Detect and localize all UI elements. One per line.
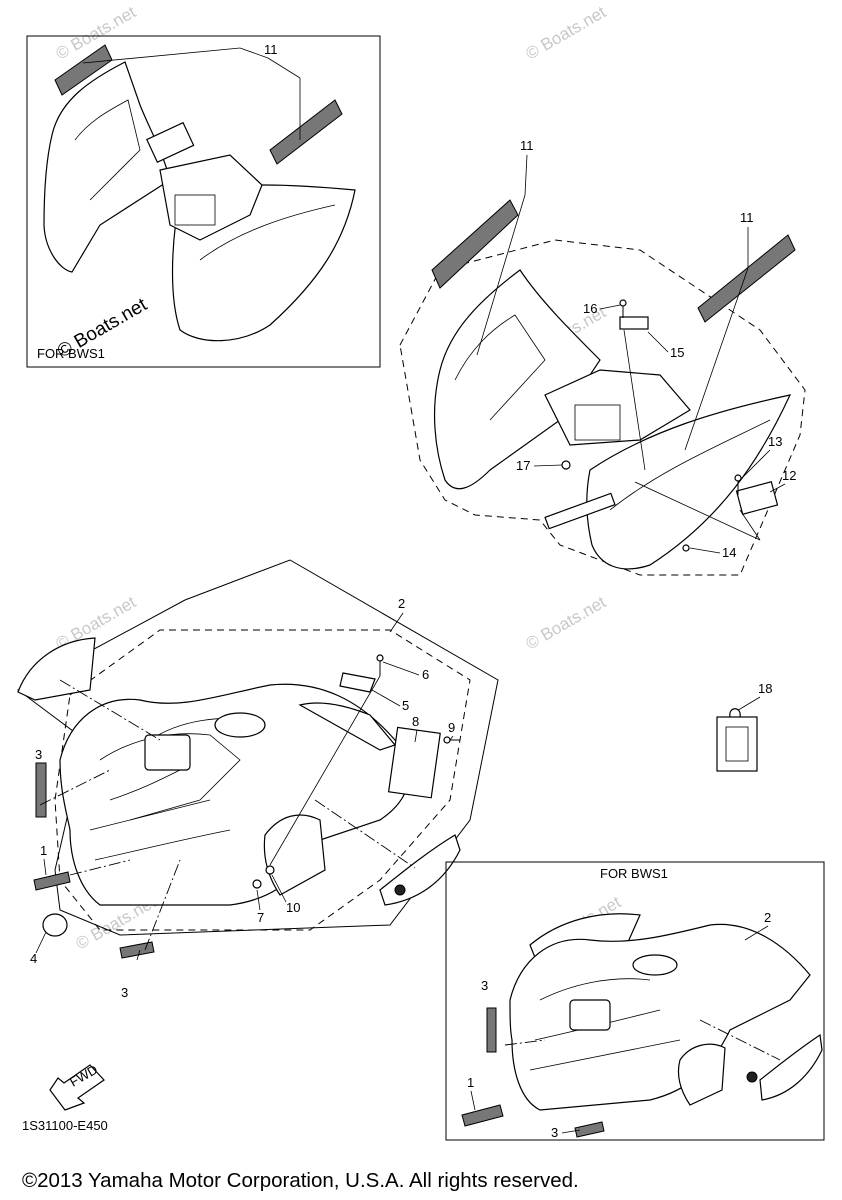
callout-15: 15 bbox=[670, 345, 684, 360]
callout-18: 18 bbox=[758, 681, 772, 696]
callout-17: 17 bbox=[516, 458, 530, 473]
callout-3-main-b: 3 bbox=[121, 985, 128, 1000]
callout-14: 14 bbox=[722, 545, 736, 560]
callout-2-main: 2 bbox=[398, 596, 405, 611]
callout-3-inset-a: 3 bbox=[481, 978, 488, 993]
rear-fender-top-right: 11 11 16 15 17 13 12 14 bbox=[399, 138, 806, 576]
callout-6: 6 bbox=[422, 667, 429, 682]
callout-10: 10 bbox=[286, 900, 300, 915]
callout-11-a: 11 bbox=[520, 138, 534, 153]
inset-label-top-left: FOR BWS1 bbox=[37, 346, 105, 361]
callout-16: 16 bbox=[583, 301, 597, 316]
callout-2-inset: 2 bbox=[764, 910, 771, 925]
callout-7: 7 bbox=[257, 910, 264, 925]
callout-1-inset: 1 bbox=[467, 1075, 474, 1090]
callout-13: 13 bbox=[768, 434, 782, 449]
copyright-notice: ©2013 Yamaha Motor Corporation, U.S.A. A… bbox=[22, 1169, 579, 1192]
tag-18: 18 bbox=[716, 681, 772, 772]
callout-11-top-left: 11 bbox=[264, 42, 278, 57]
callout-5: 5 bbox=[402, 698, 409, 713]
callout-3-inset-b: 3 bbox=[551, 1125, 558, 1140]
callout-1-main: 1 bbox=[40, 843, 47, 858]
callout-3-main-a: 3 bbox=[35, 747, 42, 762]
front-fender-main: 2 6 5 8 9 3 1 4 3 7 10 bbox=[17, 559, 499, 1000]
fwd-arrow: FWD bbox=[49, 1062, 105, 1111]
inset-label-bottom-right: FOR BWS1 bbox=[600, 866, 668, 881]
diagram-code: 1S31100-E450 bbox=[22, 1118, 108, 1133]
inset-bottom-right: FOR BWS1 2 3 1 3 bbox=[445, 861, 825, 1141]
callout-4: 4 bbox=[30, 951, 37, 966]
inset-top-left: FOR BWS1 11 bbox=[26, 35, 381, 368]
callout-12: 12 bbox=[782, 468, 796, 483]
callout-9: 9 bbox=[448, 720, 455, 735]
watermark-2: © Boats.net bbox=[523, 2, 610, 63]
watermark-5: © Boats.net bbox=[523, 592, 610, 653]
callout-11-b: 11 bbox=[740, 210, 754, 225]
callout-8: 8 bbox=[412, 714, 419, 729]
